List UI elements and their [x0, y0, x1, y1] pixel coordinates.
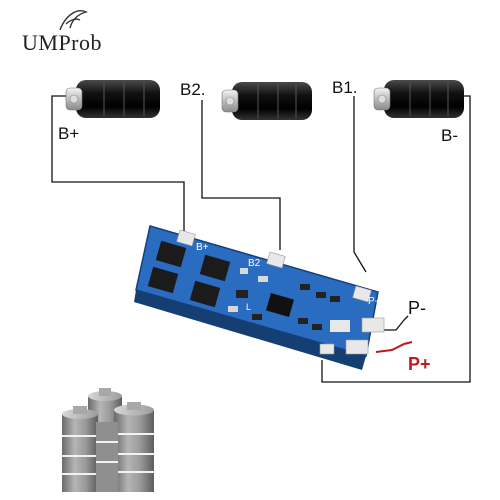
- wire-b1: [353, 96, 367, 273]
- bms-protection-board: [134, 225, 385, 370]
- pad-p-plus: [345, 339, 369, 355]
- component: [258, 276, 268, 282]
- battery-cell-1: [65, 80, 160, 118]
- mosfet-3: [147, 266, 179, 294]
- label-p-minus: P-: [408, 298, 426, 318]
- component: [236, 290, 248, 298]
- pad-b-plus: [176, 229, 196, 247]
- mosfet-4: [189, 280, 221, 308]
- silk-p-plus: P+: [372, 342, 385, 353]
- pad-b-minus: [319, 343, 335, 355]
- wire-b2: [201, 100, 281, 250]
- label-b-minus: B-: [441, 126, 458, 145]
- brand-logo-text: UMProb: [22, 30, 103, 55]
- wire-p-plus: [375, 341, 413, 353]
- battery-cell-3: [373, 80, 464, 118]
- component: [240, 268, 248, 274]
- label-b1: B1.: [332, 78, 358, 97]
- battery-pack-icon: [62, 388, 154, 492]
- component: [228, 306, 238, 312]
- wire-p-minus: [376, 315, 409, 331]
- resistor-label: [330, 320, 350, 332]
- mosfet-1: [155, 240, 187, 268]
- label-b2: B2.: [180, 80, 206, 99]
- component: [312, 324, 322, 330]
- logo-quill-icon: [59, 10, 89, 31]
- pad-b2: [266, 251, 286, 269]
- component: [298, 318, 308, 324]
- label-p-plus: P+: [408, 354, 431, 374]
- silk-b2: B2: [248, 258, 261, 269]
- silk-p-minus: P-: [368, 296, 378, 307]
- component: [330, 296, 340, 302]
- battery-cell-2: [221, 82, 312, 120]
- wire-b-minus: [321, 95, 471, 383]
- label-b-plus: B+: [58, 124, 80, 143]
- component: [300, 284, 310, 290]
- mosfet-2: [199, 254, 231, 282]
- component: [316, 292, 326, 298]
- pad-p-minus: [361, 317, 385, 333]
- protection-ic: [265, 293, 295, 317]
- silk-chip: L: [246, 302, 251, 312]
- pad-b1: [352, 285, 372, 303]
- component: [252, 314, 262, 320]
- silk-b-plus: B+: [196, 242, 209, 253]
